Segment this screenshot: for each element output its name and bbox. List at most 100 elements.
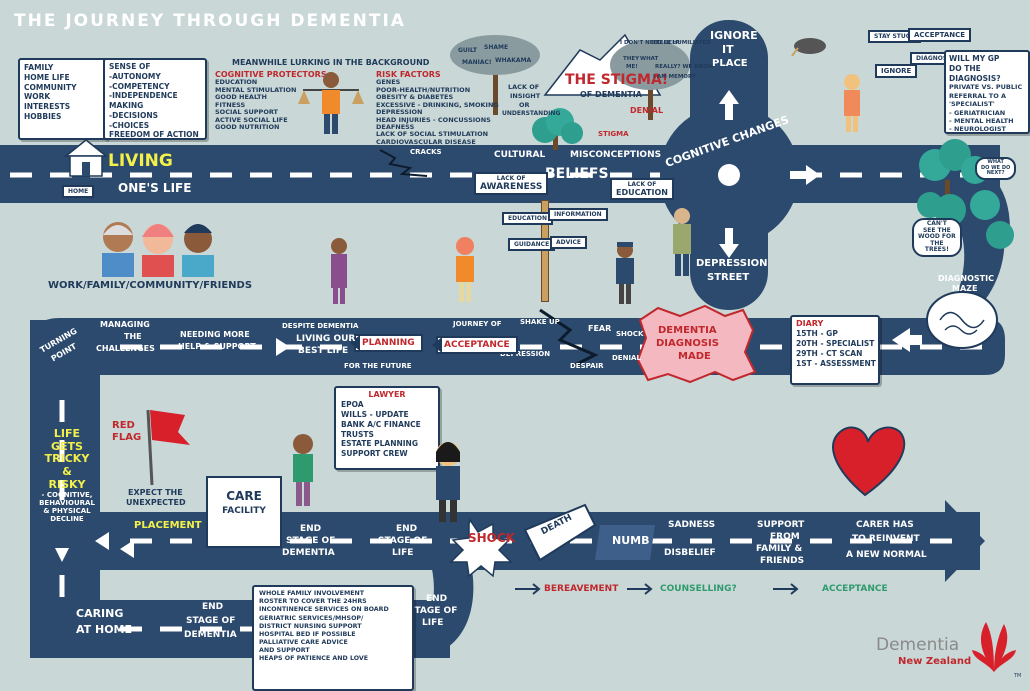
diary-title: DIARY (796, 319, 824, 328)
risk-item: EXCESSIVE - DRINKING, SMOKING (376, 100, 499, 109)
home-sign: HOME (62, 185, 95, 198)
living-label: LIVING (108, 151, 173, 171)
stigma-heading: THE STIGMA! (565, 72, 669, 88)
care-label: FACILITY (222, 506, 266, 516)
what-next-line: DO WE DO (981, 164, 1011, 171)
lack-education-line: EDUCATION (616, 188, 668, 197)
risk-item: LACK OF SOCIAL STIMULATION (376, 130, 489, 139)
sense-note-item: MAKING (109, 101, 144, 110)
acceptance-sign: ACCEPTANCE (908, 28, 972, 42)
shake-up-label: SHAKE UP (520, 318, 560, 326)
logo-subtext: New Zealand (898, 656, 972, 667)
risk-item: HEAD INJURIES - CONCUSSIONS (376, 115, 491, 124)
tree1-word: GUILT (458, 47, 477, 54)
counselling-label: COUNSELLING? (660, 584, 737, 594)
man-hat-icon (610, 240, 640, 306)
lawyer-item: WILLS - UPDATE (341, 410, 409, 420)
disbelief-label: DISBELIEF (664, 548, 716, 558)
home-care-item: HEAPS OF PATIENCE AND LOVE (259, 655, 369, 663)
woman-purple-icon (327, 236, 351, 306)
home-care-item: INCONTINENCE SERVICES ON BOARD (259, 606, 389, 614)
signpost-pole-icon (541, 200, 549, 302)
sense-note-item: -COMPETENCY (109, 81, 170, 91)
carer-label: A NEW NORMAL (846, 550, 927, 560)
life-note: FAMILY HOME LIFE COMMUNITY WORK INTEREST… (18, 58, 108, 140)
beliefs-label: BELIEFS (545, 166, 609, 182)
what-next-bubble: WHAT DO WE DO NEXT? (975, 157, 1017, 180)
page-title: THE JOURNEY THROUGH DEMENTIA (14, 11, 406, 31)
guidance-sign: GUIDANCE (508, 238, 556, 251)
lack-awareness-sign: LACK OF AWARENESS (474, 172, 549, 195)
end-life-label: STAGE OF (378, 536, 428, 546)
ones-life-label: ONE'S LIFE (118, 181, 192, 195)
crack-icon (379, 149, 428, 177)
lack-education-sign: LACK OF EDUCATION (610, 178, 674, 200)
diary-entry: 15TH - GP (796, 329, 838, 339)
risks-list: RISK FACTORS GENES POOR-HEALTH/NUTRITION… (376, 70, 499, 146)
risk-item: GENES (376, 78, 401, 87)
life-tricky-sub: BEHAVIOURAL (39, 499, 95, 508)
diagnostic-maze-label: DIAGNOSTIC (938, 274, 994, 283)
diagnosis-burst-icon (636, 304, 757, 384)
home-care-note: WHOLE FAMILY INVOLVEMENT ROSTER TO COVER… (252, 585, 414, 691)
lawyer-item: BANK A/C FINANCE (341, 419, 421, 429)
support-label: FROM (770, 532, 800, 542)
caring-label: AT HOME (76, 623, 133, 636)
guilt-tree-icon (450, 35, 540, 115)
life-tricky-line: TRICKY (44, 452, 90, 466)
heart-icon (832, 426, 906, 497)
protector-item: GOOD HEALTH (215, 93, 267, 102)
diary-entry: 29TH - CT SCAN (796, 348, 863, 358)
carer-label: TO REINVENT (852, 534, 920, 544)
life-note-item: HOBBIES (24, 111, 62, 121)
needing-label: HELP & SUPPORT (178, 342, 256, 351)
tree2-word: I DON'T NEED HELP (620, 40, 680, 46)
tree1-word: WHAKAMA (495, 57, 532, 64)
managing-label: MANAGING (100, 320, 150, 329)
lawyer-title: LAWYER (368, 390, 406, 399)
life-note-item: COMMUNITY (24, 82, 77, 92)
ignore-sign: IGNORE (875, 64, 918, 78)
depression-middle-label: DEPRESSION (500, 350, 551, 358)
protectors-title: COGNITIVE PROTECTORS (215, 70, 327, 79)
tree2-word: ME! (626, 64, 638, 70)
shake-crack-icon (539, 308, 599, 367)
home-care-item: HOSPITAL BED IF POSSIBLE (259, 630, 356, 638)
lurking-heading: MEANWHILE LURKING IN THE BACKGROUND (232, 58, 430, 67)
sense-note: SENSE OF -AUTONOMY -COMPETENCY -INDEPEND… (103, 58, 207, 140)
cant-see-bubble: CAN'T SEE THE WOOD FOR THE TREES! (912, 218, 962, 257)
cracks-label: CRACKS (410, 148, 442, 156)
protector-item: ACTIVE SOCIAL LIFE (215, 115, 288, 124)
protector-item: FITNESS (215, 100, 246, 109)
living-best-label: LIVING OUR (296, 334, 356, 344)
cant-see-line: WOOD FOR (918, 233, 956, 241)
risk-item: CARDIOVASCULAR DISEASE (376, 137, 476, 146)
what-next-line: NEXT? (986, 170, 1005, 176)
risk-item: POOR-HEALTH/NUTRITION (376, 85, 471, 94)
tree2-word: I FEEL HUMILIATED (652, 40, 711, 46)
cant-see-line: TREES! (924, 246, 949, 254)
living-best-label: BEST LIFE (298, 346, 349, 356)
ignore-label: PLACE (712, 58, 748, 69)
cant-see-line: SEE THE (922, 226, 951, 234)
insight-label: UNDERSTANDING (502, 110, 561, 117)
diagnosis-line: MADE (678, 351, 711, 362)
sense-note-item: SENSE OF (109, 62, 151, 71)
life-tricky-sub: - COGNITIVE, (41, 491, 93, 500)
sense-note-item: -AUTONOMY (109, 71, 161, 81)
cant-see-line: CAN'T (926, 220, 947, 227)
sense-note-item: -CHOICES (109, 120, 150, 130)
numb-label: NUMB (612, 534, 650, 547)
misconceptions-label: MISCONCEPTIONS (570, 150, 662, 160)
protector-item: SOCIAL SUPPORT (215, 108, 278, 117)
advice-sign: ADVICE (550, 236, 588, 249)
risk-item: OBESITY & DIABETES (376, 93, 454, 102)
denial-middle-label: DENIAL (612, 354, 641, 362)
logo-tm: TM (1014, 673, 1022, 679)
gp-note-item: - GERIATRICIAN (949, 108, 1006, 117)
tree2-word: I AM MEMORY (653, 74, 696, 80)
caring-label: CARING (76, 607, 124, 620)
cant-see-line: THE (930, 239, 944, 247)
